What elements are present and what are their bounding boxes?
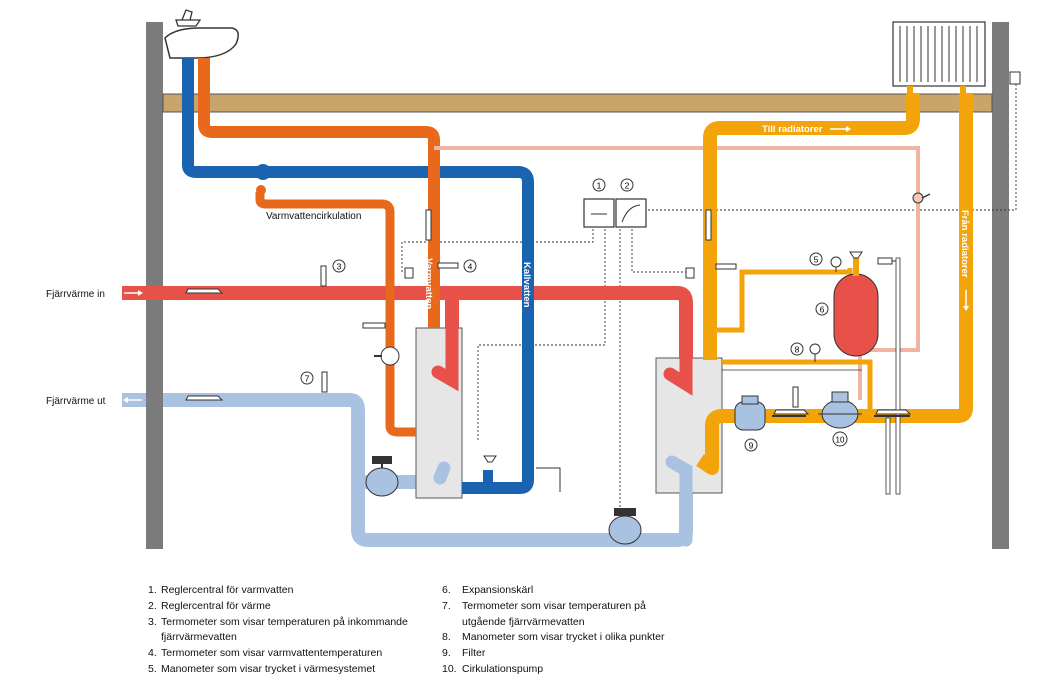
label-from-radiators: Från radiatorer (959, 210, 970, 278)
pressure-gauge-5 (830, 256, 842, 272)
svg-text:4: 4 (468, 262, 473, 272)
callout-8: 8 (790, 342, 804, 356)
cold-water-pipe (182, 58, 534, 494)
callout-3: 3 (332, 259, 346, 273)
svg-text:8: 8 (795, 345, 800, 355)
callout-5: 5 (809, 252, 823, 266)
svg-text:6: 6 (820, 305, 825, 315)
legend-item: 3.Termometer som visar temperaturen på i… (148, 615, 408, 644)
control-central-hot-water (583, 198, 615, 228)
circulation-pump (818, 391, 862, 429)
legend-item: 2.Reglercentral för värme (148, 599, 271, 612)
legend-item: 8.Manometer som visar trycket i olika pu… (442, 631, 665, 644)
right-wall (992, 22, 1009, 549)
legend-item: 4.Termometer som visar varmvattentempera… (148, 647, 383, 660)
label-hot-water: Varmvatten (423, 258, 434, 309)
legend-item: 9.Filter (442, 647, 486, 660)
legend-item: 7.Termometer som visar temperaturen på u… (442, 599, 646, 628)
svg-text:7: 7 (305, 374, 310, 384)
left-wall (146, 22, 163, 549)
legend-left: 1.Reglercentral för varmvatten 2.Reglerc… (148, 583, 428, 678)
legend-item: 5.Manometer som visar trycket i värmesys… (148, 662, 376, 675)
callout-10: 10 (832, 431, 848, 447)
thermometer-heating (685, 263, 737, 279)
label-cold-water: Kallvatten (521, 262, 532, 308)
svg-text:9: 9 (749, 441, 754, 451)
floor-beam (162, 93, 993, 113)
hot-water-pipe (198, 58, 440, 328)
callout-2: 2 (620, 178, 634, 192)
to-radiators-arrow-icon (830, 126, 851, 132)
control-central-heating (615, 198, 647, 228)
radiator-icon (892, 21, 986, 94)
svg-text:1: 1 (597, 181, 602, 191)
callout-4: 4 (463, 259, 477, 273)
outdoor-sensor-icon (1009, 71, 1021, 85)
pressure-gauge-8 (809, 343, 821, 362)
thermometer-4 (404, 262, 459, 279)
callout-7: 7 (300, 371, 314, 385)
thermometer-3 (320, 265, 327, 287)
washbasin-icon (164, 9, 239, 59)
legend-item: 1.Reglercentral för varmvatten (148, 584, 294, 596)
district-supply-pipe (122, 286, 693, 392)
svg-text:10: 10 (836, 436, 845, 445)
radiator-return-pipe (696, 94, 973, 475)
label-district-out: Fjärrvärme ut (46, 396, 106, 407)
valve-handles (185, 209, 912, 415)
inlet-arrow-icon (124, 290, 143, 296)
callout-6: 6 (815, 302, 829, 316)
filter (734, 395, 766, 431)
label-hw-circulation: Varmvattencirkulation (266, 211, 361, 222)
circulation-pump-hot-water (374, 346, 400, 366)
label-district-in: Fjärrvärme in (46, 289, 105, 300)
callout-9: 9 (744, 438, 758, 452)
outlet-arrow-icon (123, 397, 142, 403)
thermometer-misc (362, 322, 386, 329)
from-radiators-arrow-icon (963, 290, 969, 311)
heating-return-line (434, 146, 920, 400)
drain-valve-icon (483, 455, 561, 492)
svg-text:5: 5 (814, 255, 819, 265)
legend-item: 10.Cirkulationspump (442, 662, 544, 675)
svg-text:2: 2 (625, 181, 630, 191)
expansion-vessel (833, 251, 879, 357)
svg-text:3: 3 (337, 262, 342, 272)
legend-item: 6.Expansionskärl (442, 584, 534, 596)
radiator-supply-pipe (703, 94, 920, 360)
legend-right: 6.Expansionskärl 7.Termometer som visar … (442, 583, 742, 678)
thermometer-return-heating (792, 386, 799, 408)
control-valve-heating (608, 508, 642, 545)
control-valve-hot-water (365, 456, 399, 497)
thermometer-7 (321, 371, 328, 393)
hot-water-circulation-pipe (255, 192, 416, 437)
label-to-radiators: Till radiatorer (762, 124, 823, 135)
control-lines (401, 84, 1017, 510)
district-heating-diagram: Fjärrvärme in Fjärrvärme ut Varmvatten K… (46, 9, 1021, 549)
callout-1: 1 (592, 178, 606, 192)
